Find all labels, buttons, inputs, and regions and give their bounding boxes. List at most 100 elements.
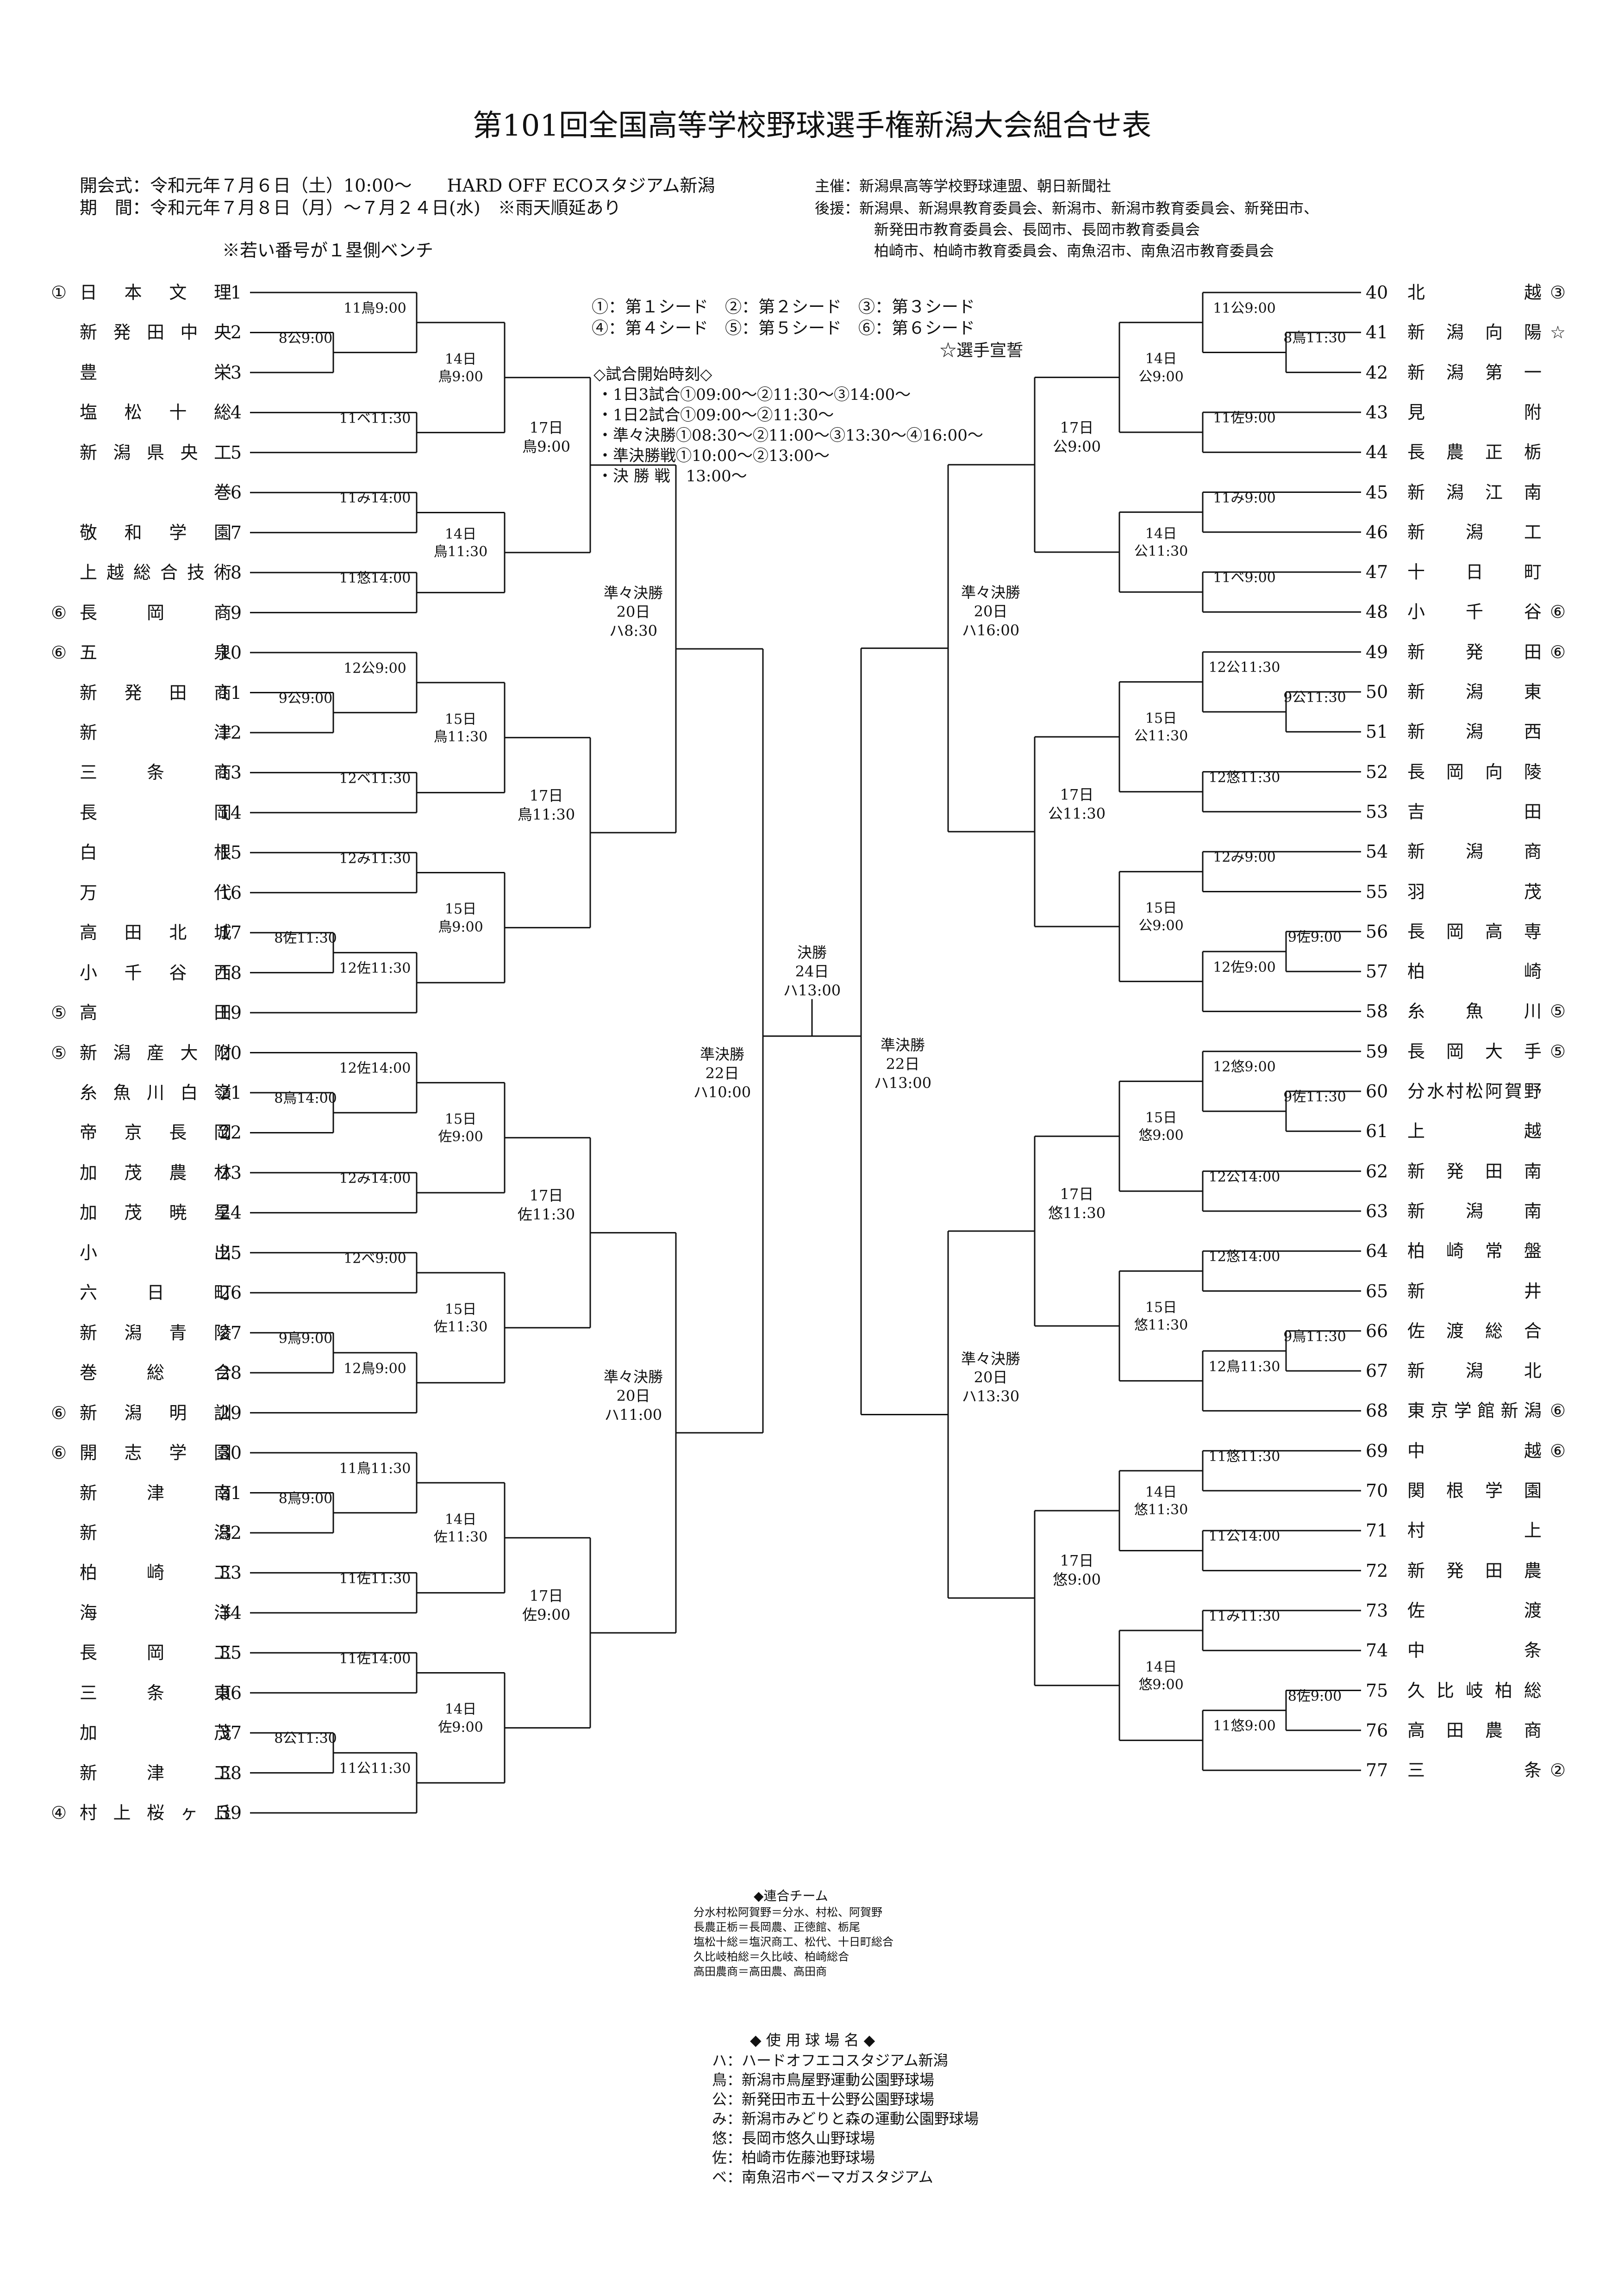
team-name: 高田 [80, 1002, 349, 1023]
team-number: 65 [1366, 1281, 1388, 1301]
game-label: 8公11:30 [274, 1730, 337, 1747]
team-number: 3 [230, 362, 242, 383]
game-label: 12み11:30 [339, 850, 411, 867]
team-name: 新発田商 [80, 682, 259, 703]
oath-legend: ☆選手宣誓 [940, 341, 1024, 360]
game-label: 12悠11:30 [1208, 769, 1280, 786]
team-number: 52 [1366, 761, 1388, 782]
team-name: 北越 [1407, 282, 1624, 303]
round-label: 17日 [1060, 785, 1094, 803]
round-label: 鳥9:00 [438, 368, 483, 385]
round-label: 公9:00 [1138, 918, 1184, 934]
game-label: 12公14:00 [1208, 1169, 1280, 1185]
team-name: 新潟南 [1407, 1201, 1583, 1221]
team-number: 4 [230, 402, 242, 423]
team-number: 72 [1366, 1560, 1388, 1581]
game-label: 9鳥9:00 [278, 1330, 333, 1347]
team-name: 白根 [80, 842, 349, 863]
game-label: 12み9:00 [1213, 849, 1276, 866]
round-label: ハ11:00 [604, 1406, 662, 1424]
game-label: 12公9:00 [344, 660, 406, 677]
team-name: 三条東 [80, 1682, 281, 1703]
venue-line: ハ：ハードオフエコスタジアム新潟 [712, 2052, 948, 2069]
game-label: 11悠14:00 [339, 570, 411, 587]
team-number: 35 [219, 1643, 242, 1663]
team-number: 25 [219, 1242, 242, 1263]
game-label: 12佐14:00 [339, 1060, 411, 1077]
team-number: 36 [219, 1682, 242, 1703]
round-label: 14日 [1145, 1484, 1177, 1500]
round-label: 15日 [444, 711, 477, 728]
team-number: 5 [230, 442, 242, 463]
round-label: 15日 [1145, 710, 1177, 727]
team-number: 60 [1366, 1081, 1388, 1101]
team-name: 新発田農 [1407, 1560, 1563, 1581]
schedule-line: ・1日2試合①09:00～②11:30～ [597, 406, 834, 424]
tournament-period: 期 間：令和元年７月８日（月）～７月２４日(水) ※雨天順延あり [80, 198, 621, 218]
round-label: 悠9:00 [1053, 1571, 1101, 1589]
team-name: 上越 [1407, 1121, 1624, 1142]
team-number: 15 [219, 842, 242, 863]
game-label: 11佐11:30 [339, 1570, 411, 1587]
team-number: 70 [1366, 1481, 1388, 1501]
team-number: 49 [1366, 641, 1388, 662]
team-number: 10 [219, 642, 242, 663]
game-label: 12悠9:00 [1213, 1059, 1276, 1076]
team-name: 小千谷西 [80, 962, 259, 983]
team-name: 海洋 [80, 1602, 349, 1623]
game-label: 8公9:00 [278, 330, 333, 347]
team-number: 76 [1366, 1720, 1388, 1741]
round-label: 佐11:30 [433, 1319, 488, 1336]
team-name: 六日町 [80, 1282, 281, 1303]
team-name: 分水村松阿賀野 [1407, 1081, 1544, 1101]
team-name: 巻 [214, 482, 232, 503]
team-number: 66 [1366, 1320, 1388, 1341]
team-name: 上越総合技術 [80, 562, 241, 583]
team-name: 関根学園 [1407, 1481, 1563, 1501]
round-label: 17日 [529, 786, 563, 804]
round-label: 佐9:00 [438, 1129, 483, 1145]
round-label: 14日 [444, 351, 477, 367]
team-name: 糸魚川 [1407, 1001, 1583, 1022]
venue-line: 公：新発田市五十公野公園野球場 [712, 2091, 935, 2108]
team-number: 19 [219, 1002, 242, 1023]
game-label: 9公9:00 [278, 690, 333, 707]
seed-mark: ② [1550, 1760, 1566, 1781]
team-name: 新発田南 [1407, 1161, 1563, 1182]
round-label: 準々決勝 [961, 1350, 1020, 1368]
team-number: 23 [219, 1162, 242, 1183]
round-label: 17日 [529, 419, 563, 437]
game-label: 8鳥14:00 [274, 1090, 337, 1107]
team-name: 中条 [1407, 1640, 1624, 1661]
bench-note: ※若い番号が１塁側ベンチ [222, 240, 434, 261]
opening-ceremony: 開会式：令和元年７月６日（土）10:00～ HARD OFF ECOスタジアム新… [80, 175, 715, 196]
team-number: 38 [219, 1762, 242, 1783]
page-title: 第101回全国高等学校野球選手権新潟大会組合せ表 [472, 109, 1152, 143]
team-name: 巻総合 [80, 1363, 281, 1383]
game-label: 9佐9:00 [1287, 929, 1342, 946]
game-label: 9公11:30 [1283, 690, 1346, 706]
team-number: 30 [219, 1443, 242, 1463]
joint-team-line: 分水村松阿賀野＝分水、村松、阿賀野 [693, 1906, 882, 1919]
team-name: 敬和学園 [80, 522, 259, 543]
team-number: 55 [1366, 881, 1388, 902]
team-name: 三条 [1407, 1760, 1624, 1781]
game-label: 12ベ11:30 [339, 770, 411, 787]
round-label: 20日 [974, 602, 1008, 620]
seed-mark: ⑤ [1550, 1041, 1566, 1062]
game-label: 11佐14:00 [339, 1650, 411, 1667]
team-name: 新津工 [80, 1762, 281, 1783]
team-number: 33 [219, 1562, 242, 1583]
round-label: 20日 [974, 1369, 1008, 1387]
team-name: 高田農商 [1407, 1720, 1563, 1741]
round-label: 15日 [444, 1301, 477, 1318]
team-number: 18 [219, 962, 242, 983]
team-name: 小千谷 [1407, 602, 1583, 622]
team-number: 31 [219, 1482, 242, 1503]
team-name: 新津 [80, 722, 349, 743]
team-number: 34 [219, 1602, 242, 1623]
round-label: 17日 [1060, 1552, 1094, 1570]
round-label: 15日 [1145, 900, 1177, 916]
